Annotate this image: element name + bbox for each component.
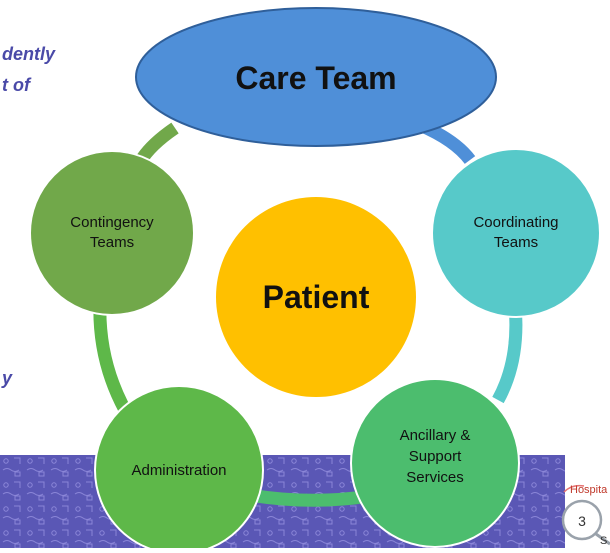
arc-administration-ancillary (248, 488, 371, 507)
patient-node: Patient (216, 197, 416, 397)
arc-careteam-contingency (134, 122, 179, 166)
page-number: 3 (578, 513, 586, 529)
patient-label: Patient (263, 279, 370, 315)
contingency-label-2: Teams (90, 234, 134, 251)
arc-coordinating-ancillary (492, 304, 523, 404)
contingency-teams-node: Contingency Teams (29, 150, 195, 316)
coordinating-teams-node: Coordinating Teams (431, 148, 601, 318)
administration-label: Administration (131, 462, 226, 479)
magnifier-icon: 3 (561, 484, 610, 546)
contingency-label-1: Contingency (70, 214, 154, 231)
ancillary-label-1: Ancillary & (400, 427, 471, 444)
badge-text-hospital: Hospita (570, 484, 608, 496)
text-fragment-top-1: dently (2, 44, 56, 64)
text-fragment-top-2: t of (2, 75, 30, 95)
ancillary-label-3: Services (406, 469, 464, 486)
hospital-badge: 3 (558, 482, 610, 548)
care-team-node: Care Team (135, 7, 497, 147)
ancillary-label-2: Support (409, 448, 462, 465)
coordinating-label-1: Coordinating (473, 214, 558, 231)
administration-node: Administration (94, 385, 264, 548)
text-fragment-mid: y (2, 368, 13, 388)
ancillary-support-node: Ancillary & Support Services (350, 378, 520, 548)
care-team-label: Care Team (235, 60, 396, 96)
arc-contingency-administration (93, 301, 131, 414)
badge-text-s: S (600, 535, 608, 547)
coordinating-label-2: Teams (494, 234, 538, 251)
